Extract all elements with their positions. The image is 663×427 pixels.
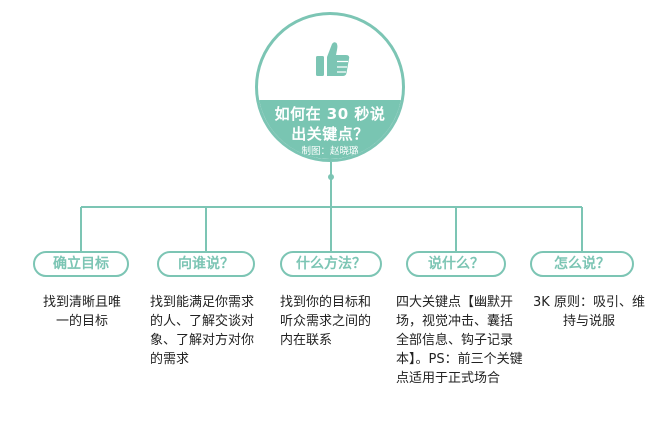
branch-description-3: 找到你的目标和听众需求之间的内在联系: [280, 295, 372, 348]
thumbs-up-icon: [316, 42, 350, 76]
branch-label-3: 什么方法？: [280, 251, 382, 277]
branch-label-2: 向谁说？: [157, 251, 255, 277]
center-node: 如何在 30 秒说出关键点？ 制图：赵晓璐: [255, 12, 405, 162]
center-credit: 制图：赵晓璐: [301, 146, 359, 157]
branch-description-1: 找到清晰且唯一的目标: [42, 295, 121, 329]
branch-description-5: 3K 原则：吸引、维持与说服: [533, 295, 645, 329]
center-title: 如何在 30 秒说出关键点？: [274, 105, 386, 143]
branch-label-4: 说什么？: [406, 251, 506, 277]
branch-description-4: 四大关键点【幽默开场，视觉冲击、囊括全部信息、钩子记录本】。PS：前三个关键点适…: [396, 295, 523, 386]
trunk-dot: [328, 174, 334, 180]
branch-label-5: 怎么说？: [530, 251, 634, 277]
branch-description-2: 找到能满足你需求的人、了解交谈对象、了解对方对你的需求: [150, 295, 255, 367]
center-title-band: 如何在 30 秒说出关键点？ 制图：赵晓璐: [258, 100, 402, 159]
branch-label-1: 确立目标: [33, 251, 129, 277]
